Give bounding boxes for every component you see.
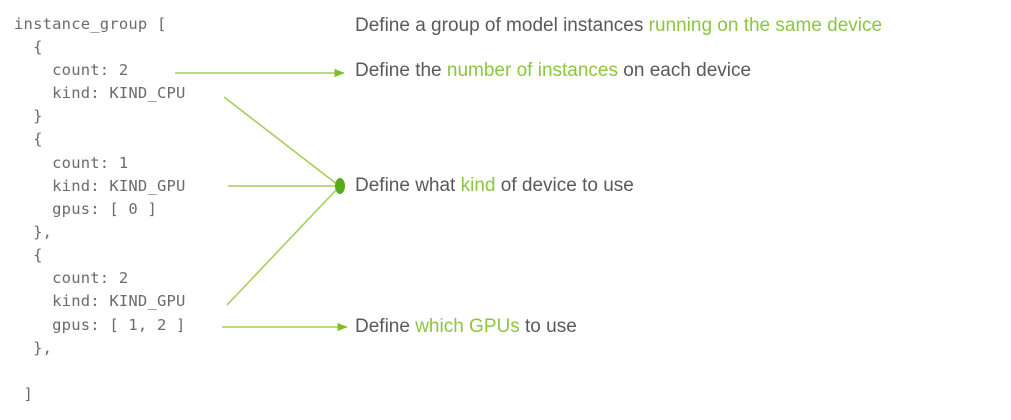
code-line: count: 2 — [14, 269, 129, 287]
code-line: { — [14, 130, 43, 148]
annotation-highlight: running on the same device — [648, 15, 883, 36]
code-line: kind: KIND_GPU — [14, 292, 186, 310]
annotation-text: of device to use — [495, 175, 634, 196]
code-line: }, — [14, 223, 53, 241]
code-block: instance_group [ { count: 2 kind: KIND_C… — [0, 0, 340, 420]
annotation-text: to use — [519, 316, 577, 337]
code-line: instance_group [ — [14, 15, 167, 33]
annotation-highlight: which GPUs — [415, 316, 520, 337]
annotation-text: Define a group of model instances — [355, 15, 649, 36]
code-line: }, — [14, 339, 53, 357]
annotation-text: on each device — [618, 60, 752, 81]
annotation-which-gpus: Define which GPUs to use — [355, 316, 577, 338]
annotation-kind-of-device: Define what kind of device to use — [355, 175, 634, 197]
code-line: kind: KIND_GPU — [14, 177, 186, 195]
annotation-text: Define — [355, 316, 416, 337]
code-line: gpus: [ 0 ] — [14, 200, 157, 218]
code-line: { — [14, 246, 43, 264]
code-line: ] — [14, 385, 34, 403]
code-line: } — [14, 107, 43, 125]
annotation-group-same-device: Define a group of model instances runnin… — [355, 15, 882, 37]
code-line: count: 2 — [14, 61, 129, 79]
code-line: gpus: [ 1, 2 ] — [14, 316, 186, 334]
code-line: kind: KIND_CPU — [14, 84, 186, 102]
annotation-text: Define what — [355, 175, 461, 196]
annotation-highlight: kind — [460, 175, 496, 196]
annotation-number-of-instances: Define the number of instances on each d… — [355, 60, 751, 82]
code-line: count: 1 — [14, 154, 129, 172]
annotation-text: Define the — [355, 60, 447, 81]
annotation-highlight: number of instances — [446, 60, 618, 81]
code-line: { — [14, 38, 43, 56]
